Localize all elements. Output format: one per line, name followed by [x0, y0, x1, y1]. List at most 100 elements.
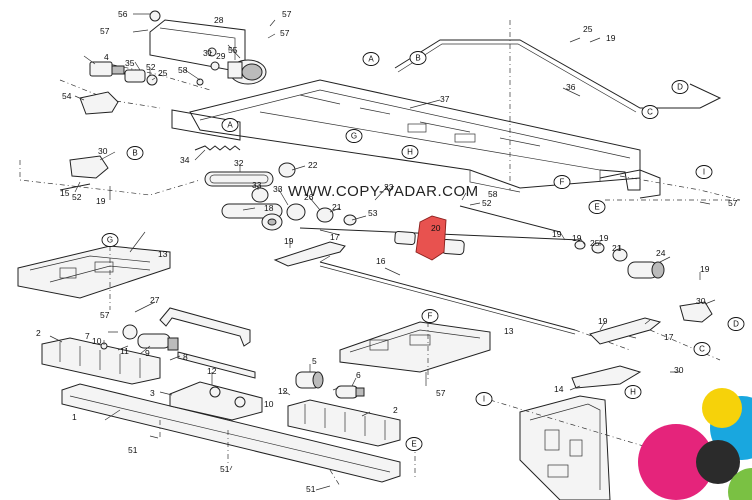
- leader-lines: [49, 13, 716, 491]
- callout-52: 52: [482, 198, 492, 208]
- connector-letter: F: [428, 312, 433, 321]
- callout-34: 34: [180, 155, 190, 165]
- callout-25: 25: [590, 238, 600, 248]
- callout-58: 58: [178, 65, 188, 75]
- motor-assembly: [59, 10, 267, 191]
- callout-13: 13: [504, 326, 514, 336]
- connector-letter: I: [703, 168, 705, 177]
- callout-51: 51: [220, 464, 230, 474]
- callout-10: 10: [92, 336, 102, 346]
- callout-7: 7: [85, 331, 90, 341]
- callout-23: 23: [384, 182, 394, 192]
- base-rail-1: [61, 383, 401, 483]
- main-frame-plate: [189, 79, 641, 189]
- drive-train: [204, 162, 665, 351]
- callout-21: 21: [332, 202, 342, 212]
- side-plate-right: [489, 199, 740, 500]
- callout-31: 31: [203, 48, 213, 58]
- connector-letter: H: [630, 388, 636, 397]
- callout-51: 51: [128, 445, 138, 455]
- callout-57: 57: [436, 388, 446, 398]
- callout-24: 24: [656, 248, 666, 258]
- connector-letter: B: [132, 149, 137, 158]
- callout-11: 11: [120, 346, 129, 356]
- connector-I: I: [695, 165, 713, 179]
- connector-letter: E: [411, 440, 416, 449]
- callout-37: 37: [440, 94, 450, 104]
- watermark-text: WWW.COPY-YADAR.COM: [288, 183, 479, 200]
- callout-57: 57: [100, 310, 110, 320]
- callout-30: 30: [98, 146, 108, 156]
- connector-G: G: [345, 129, 363, 143]
- long-shaft-16: [319, 261, 576, 331]
- callout-15: 15: [60, 188, 70, 198]
- callout-19: 19: [606, 33, 616, 43]
- callout-57: 57: [280, 28, 290, 38]
- callout-30: 30: [674, 365, 684, 375]
- callout-36: 36: [566, 82, 576, 92]
- connector-letter: I: [483, 395, 485, 404]
- connector-D: D: [671, 80, 689, 94]
- connector-letter: D: [677, 83, 683, 92]
- callout-2: 2: [36, 328, 41, 338]
- callout-51: 51: [306, 484, 316, 494]
- connector-C: C: [641, 105, 659, 119]
- callout-30: 30: [696, 296, 706, 306]
- connector-letter: G: [351, 132, 357, 141]
- callout-33: 33: [252, 180, 262, 190]
- callout-13: 13: [158, 249, 168, 259]
- connector-letter: C: [699, 345, 705, 354]
- tray-frame-left: [17, 245, 171, 310]
- callout-57: 57: [728, 198, 738, 208]
- callout-55: 55: [228, 45, 238, 55]
- callout-26: 26: [304, 192, 314, 202]
- connector-C: C: [693, 342, 711, 356]
- callout-21: 21: [612, 243, 622, 253]
- callout-58: 58: [488, 189, 498, 199]
- connector-D: D: [727, 317, 745, 331]
- callout-19: 19: [598, 316, 608, 326]
- callout-19: 19: [700, 264, 710, 274]
- callout-29: 29: [216, 51, 226, 61]
- callout-19: 19: [96, 196, 106, 206]
- callout-19: 19: [552, 229, 562, 239]
- bottom-left-assembly: [41, 307, 416, 487]
- connector-G: G: [101, 233, 119, 247]
- callout-3: 3: [150, 388, 155, 398]
- callout-19: 19: [599, 233, 609, 243]
- callout-35: 35: [125, 58, 135, 68]
- callout-52: 52: [146, 62, 156, 72]
- tray-frame-right: [339, 321, 491, 380]
- color-logo: [638, 388, 752, 500]
- callout-17: 17: [664, 332, 674, 342]
- callout-14: 14: [554, 384, 564, 394]
- callout-20: 20: [431, 223, 441, 233]
- callout-8: 8: [183, 352, 188, 362]
- connector-letter: H: [407, 148, 413, 157]
- callout-12: 12: [278, 386, 288, 396]
- connector-E: E: [405, 437, 423, 451]
- connector-H: H: [624, 385, 642, 399]
- cable-harness-36: [394, 39, 722, 109]
- callout-22: 22: [308, 160, 318, 170]
- callout-9: 9: [145, 348, 150, 358]
- callout-5: 5: [312, 356, 317, 366]
- callout-19: 19: [284, 236, 294, 246]
- callout-16: 16: [376, 256, 386, 266]
- callout-53: 53: [368, 208, 378, 218]
- callout-27: 27: [150, 295, 160, 305]
- connector-B: B: [126, 146, 144, 160]
- callout-25: 25: [158, 68, 168, 78]
- callout-1: 1: [72, 412, 77, 422]
- connector-F: F: [553, 175, 571, 189]
- callout-17: 17: [330, 232, 340, 242]
- connector-letter: A: [227, 121, 233, 130]
- connector-letter: E: [594, 203, 599, 212]
- connector-I: I: [475, 392, 493, 406]
- callout-54: 54: [62, 91, 72, 101]
- callout-2: 2: [393, 405, 398, 415]
